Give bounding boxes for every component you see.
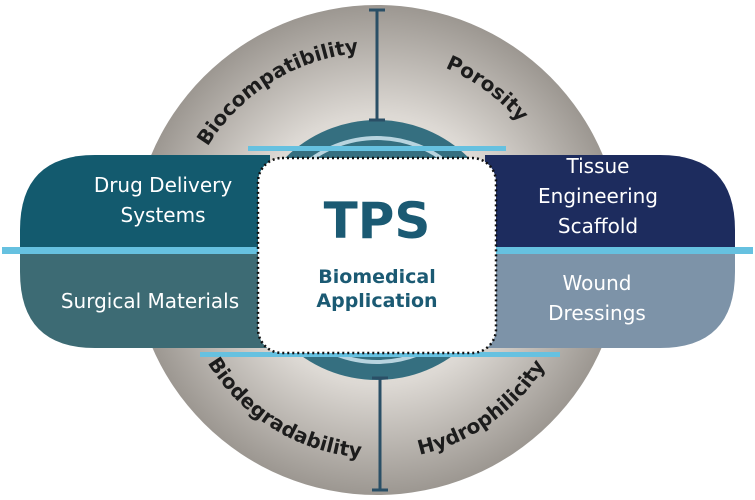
center-title: TPS: [324, 192, 431, 250]
center-box: [256, 156, 498, 355]
app-wound-dressings-line2: Dressings: [548, 301, 646, 325]
app-drug-delivery-line1: Drug Delivery: [94, 173, 233, 197]
top-accent-bar: [248, 146, 506, 151]
app-tissue-engineering-line2: Engineering: [538, 184, 658, 208]
center-subtitle-line2: Application: [316, 290, 437, 312]
band-wound-dressings: [485, 254, 735, 348]
app-tissue-engineering-line1: Tissue: [566, 154, 630, 178]
top-divider: [369, 8, 385, 122]
app-wound-dressings-line1: Wound: [563, 271, 632, 295]
band-drug-delivery: [20, 155, 270, 248]
band-tissue-engineering: [485, 155, 735, 248]
bottom-accent-bar: [200, 352, 560, 357]
app-surgical-materials: Surgical Materials: [61, 289, 239, 313]
band-surgical-materials: [20, 254, 270, 348]
center-subtitle-line1: Biomedical: [318, 266, 435, 288]
bottom-divider: [372, 376, 388, 492]
app-tissue-engineering-line3: Scaffold: [558, 214, 638, 238]
app-drug-delivery-line2: Systems: [121, 203, 206, 227]
